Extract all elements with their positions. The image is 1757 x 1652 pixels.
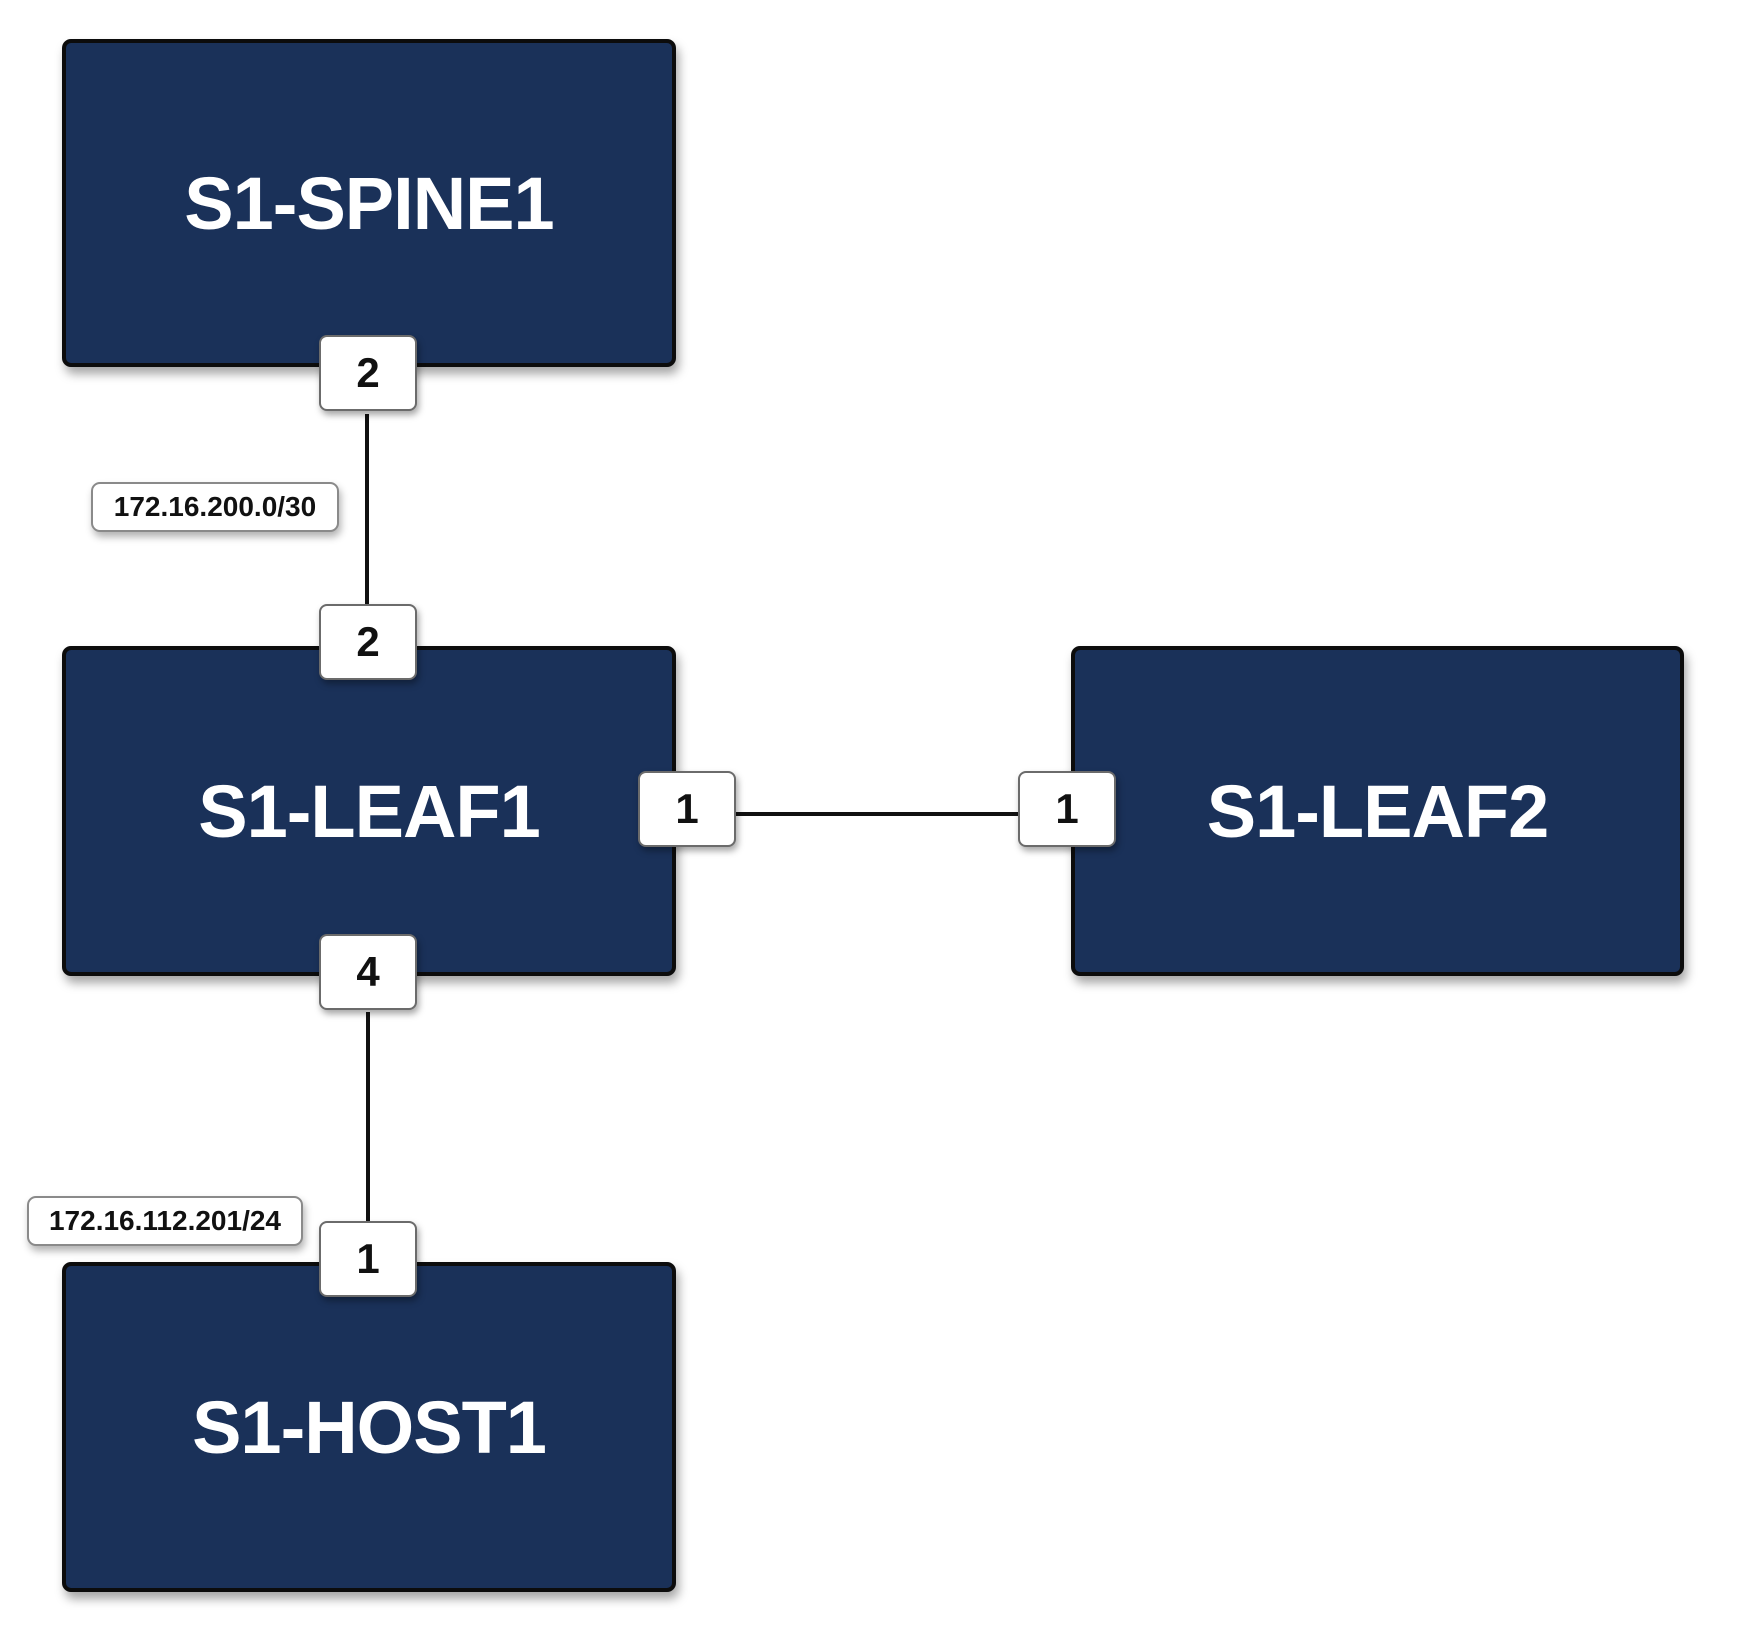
link-spine1-leaf1 [365, 414, 369, 610]
node-label: S1-HOST1 [192, 1385, 547, 1469]
subnet-text: 172.16.200.0/30 [113, 491, 317, 522]
node-label: S1-LEAF1 [198, 769, 541, 853]
port-leaf2-left[interactable]: 1 [1018, 771, 1116, 847]
port-leaf1-right[interactable]: 1 [638, 771, 736, 847]
port-number: 4 [356, 948, 380, 995]
node-s1-host1[interactable]: S1-HOST1 [62, 1262, 676, 1592]
port-leaf1-bottom[interactable]: 4 [319, 934, 417, 1010]
node-label: S1-LEAF2 [1206, 769, 1550, 853]
port-number: 1 [1055, 785, 1079, 832]
subnet-label-spine-leaf: 172.16.200.0/30 [91, 482, 339, 532]
port-number: 1 [675, 785, 699, 832]
port-number: 2 [356, 618, 380, 665]
subnet-label-leaf-host: 172.16.112.201/24 [27, 1196, 303, 1246]
node-label: S1-SPINE1 [184, 161, 554, 245]
node-s1-spine1[interactable]: S1-SPINE1 [62, 39, 676, 367]
node-s1-leaf2[interactable]: S1-LEAF2 [1071, 646, 1684, 976]
port-spine1-bottom[interactable]: 2 [319, 335, 417, 411]
port-leaf1-top[interactable]: 2 [319, 604, 417, 680]
link-leaf1-leaf2 [736, 812, 1026, 816]
port-number: 1 [356, 1235, 380, 1282]
node-s1-leaf1[interactable]: S1-LEAF1 [62, 646, 676, 976]
port-host1-top[interactable]: 1 [319, 1221, 417, 1297]
subnet-text: 172.16.112.201/24 [48, 1205, 281, 1236]
port-number: 2 [356, 349, 380, 396]
link-leaf1-host1 [366, 1012, 370, 1222]
